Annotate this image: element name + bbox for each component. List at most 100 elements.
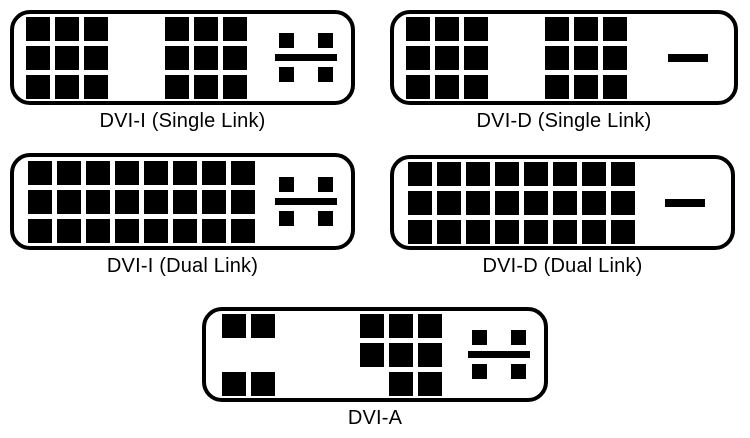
pin [165, 16, 189, 41]
pin [231, 189, 255, 214]
connector-label: DVI-D (Single Link) [476, 110, 652, 132]
pin [223, 74, 247, 99]
pin [603, 74, 627, 99]
analog-pin-grid-middle [360, 313, 442, 396]
pin [406, 16, 430, 41]
pin [464, 74, 488, 99]
pin [222, 313, 246, 338]
pin [437, 161, 461, 186]
pin [437, 219, 461, 244]
analog-pin-row [279, 33, 333, 48]
pin [574, 45, 598, 70]
pin [418, 371, 442, 396]
analog-pin [318, 177, 333, 192]
pin [553, 161, 577, 186]
ground-blade [275, 54, 337, 61]
pin [57, 189, 81, 214]
analog-pin [279, 211, 294, 226]
analog-pin-row [279, 67, 333, 82]
connector-label: DVI-A [347, 407, 403, 429]
pin [408, 161, 432, 186]
ground-blade [468, 351, 530, 358]
pin [222, 371, 246, 396]
pin [86, 189, 110, 214]
pin-gap [360, 372, 384, 396]
pin [553, 219, 577, 244]
pin [603, 16, 627, 41]
pin [408, 190, 432, 215]
pin [545, 45, 569, 70]
ground-blade [665, 198, 705, 207]
connector-label: DVI-I (Single Link) [99, 110, 266, 132]
pin [466, 161, 490, 186]
pin [28, 160, 52, 185]
analog-pin [472, 330, 487, 345]
analog-pin [318, 211, 333, 226]
pin-gap [222, 343, 246, 367]
pin [406, 45, 430, 70]
pin [603, 45, 627, 70]
analog-pins-and-ground-blade [275, 33, 337, 82]
pin [202, 189, 226, 214]
pin [194, 16, 218, 41]
pin [611, 219, 635, 244]
digital-pin-grid-right [545, 16, 627, 99]
digital-pin-grid-right [165, 16, 247, 99]
analog-pin-row [472, 330, 526, 345]
pin [26, 74, 50, 99]
pin [28, 189, 52, 214]
digital-pin-grid-left [406, 16, 488, 99]
pin [55, 45, 79, 70]
pin [611, 161, 635, 186]
connector-body [390, 155, 735, 250]
analog-pin [279, 67, 294, 82]
pin [418, 313, 442, 338]
connector-block-dvi-d-single-link: DVI-D (Single Link) [390, 10, 738, 133]
analog-pin [279, 33, 294, 48]
ground-blade [275, 198, 337, 205]
pin [389, 342, 413, 367]
pin [84, 74, 108, 99]
connector-body [202, 307, 548, 402]
pin [86, 218, 110, 243]
pin [251, 371, 275, 396]
pin [389, 313, 413, 338]
connector-body [390, 10, 738, 105]
pin [574, 16, 598, 41]
analog-pins-and-ground-blade [468, 330, 530, 379]
pin [582, 190, 606, 215]
pin [26, 45, 50, 70]
pin [84, 45, 108, 70]
connector-block-dvi-d-dual-link: DVI-D (Dual Link) [390, 155, 735, 278]
analog-pins-and-ground-blade [275, 177, 337, 226]
pin [495, 161, 519, 186]
analog-pin-grid-left [222, 313, 275, 396]
ground-blade [668, 53, 708, 62]
pin [144, 160, 168, 185]
pin [223, 45, 247, 70]
pin [545, 74, 569, 99]
pin [202, 218, 226, 243]
pin [173, 160, 197, 185]
connector-label: DVI-I (Dual Link) [106, 255, 259, 277]
pin [26, 16, 50, 41]
pin [466, 219, 490, 244]
pin [464, 45, 488, 70]
analog-pin [472, 364, 487, 379]
pin [582, 161, 606, 186]
pin [173, 218, 197, 243]
pin [231, 160, 255, 185]
pin [406, 74, 430, 99]
pin [231, 218, 255, 243]
pin [115, 189, 139, 214]
pin [360, 342, 384, 367]
analog-pin [511, 364, 526, 379]
pin [223, 16, 247, 41]
pin [86, 160, 110, 185]
digital-pin-grid-left [26, 16, 108, 99]
pin [545, 16, 569, 41]
pin [466, 190, 490, 215]
connector-block-dvi-a: DVI-A [202, 307, 548, 430]
pin [115, 160, 139, 185]
